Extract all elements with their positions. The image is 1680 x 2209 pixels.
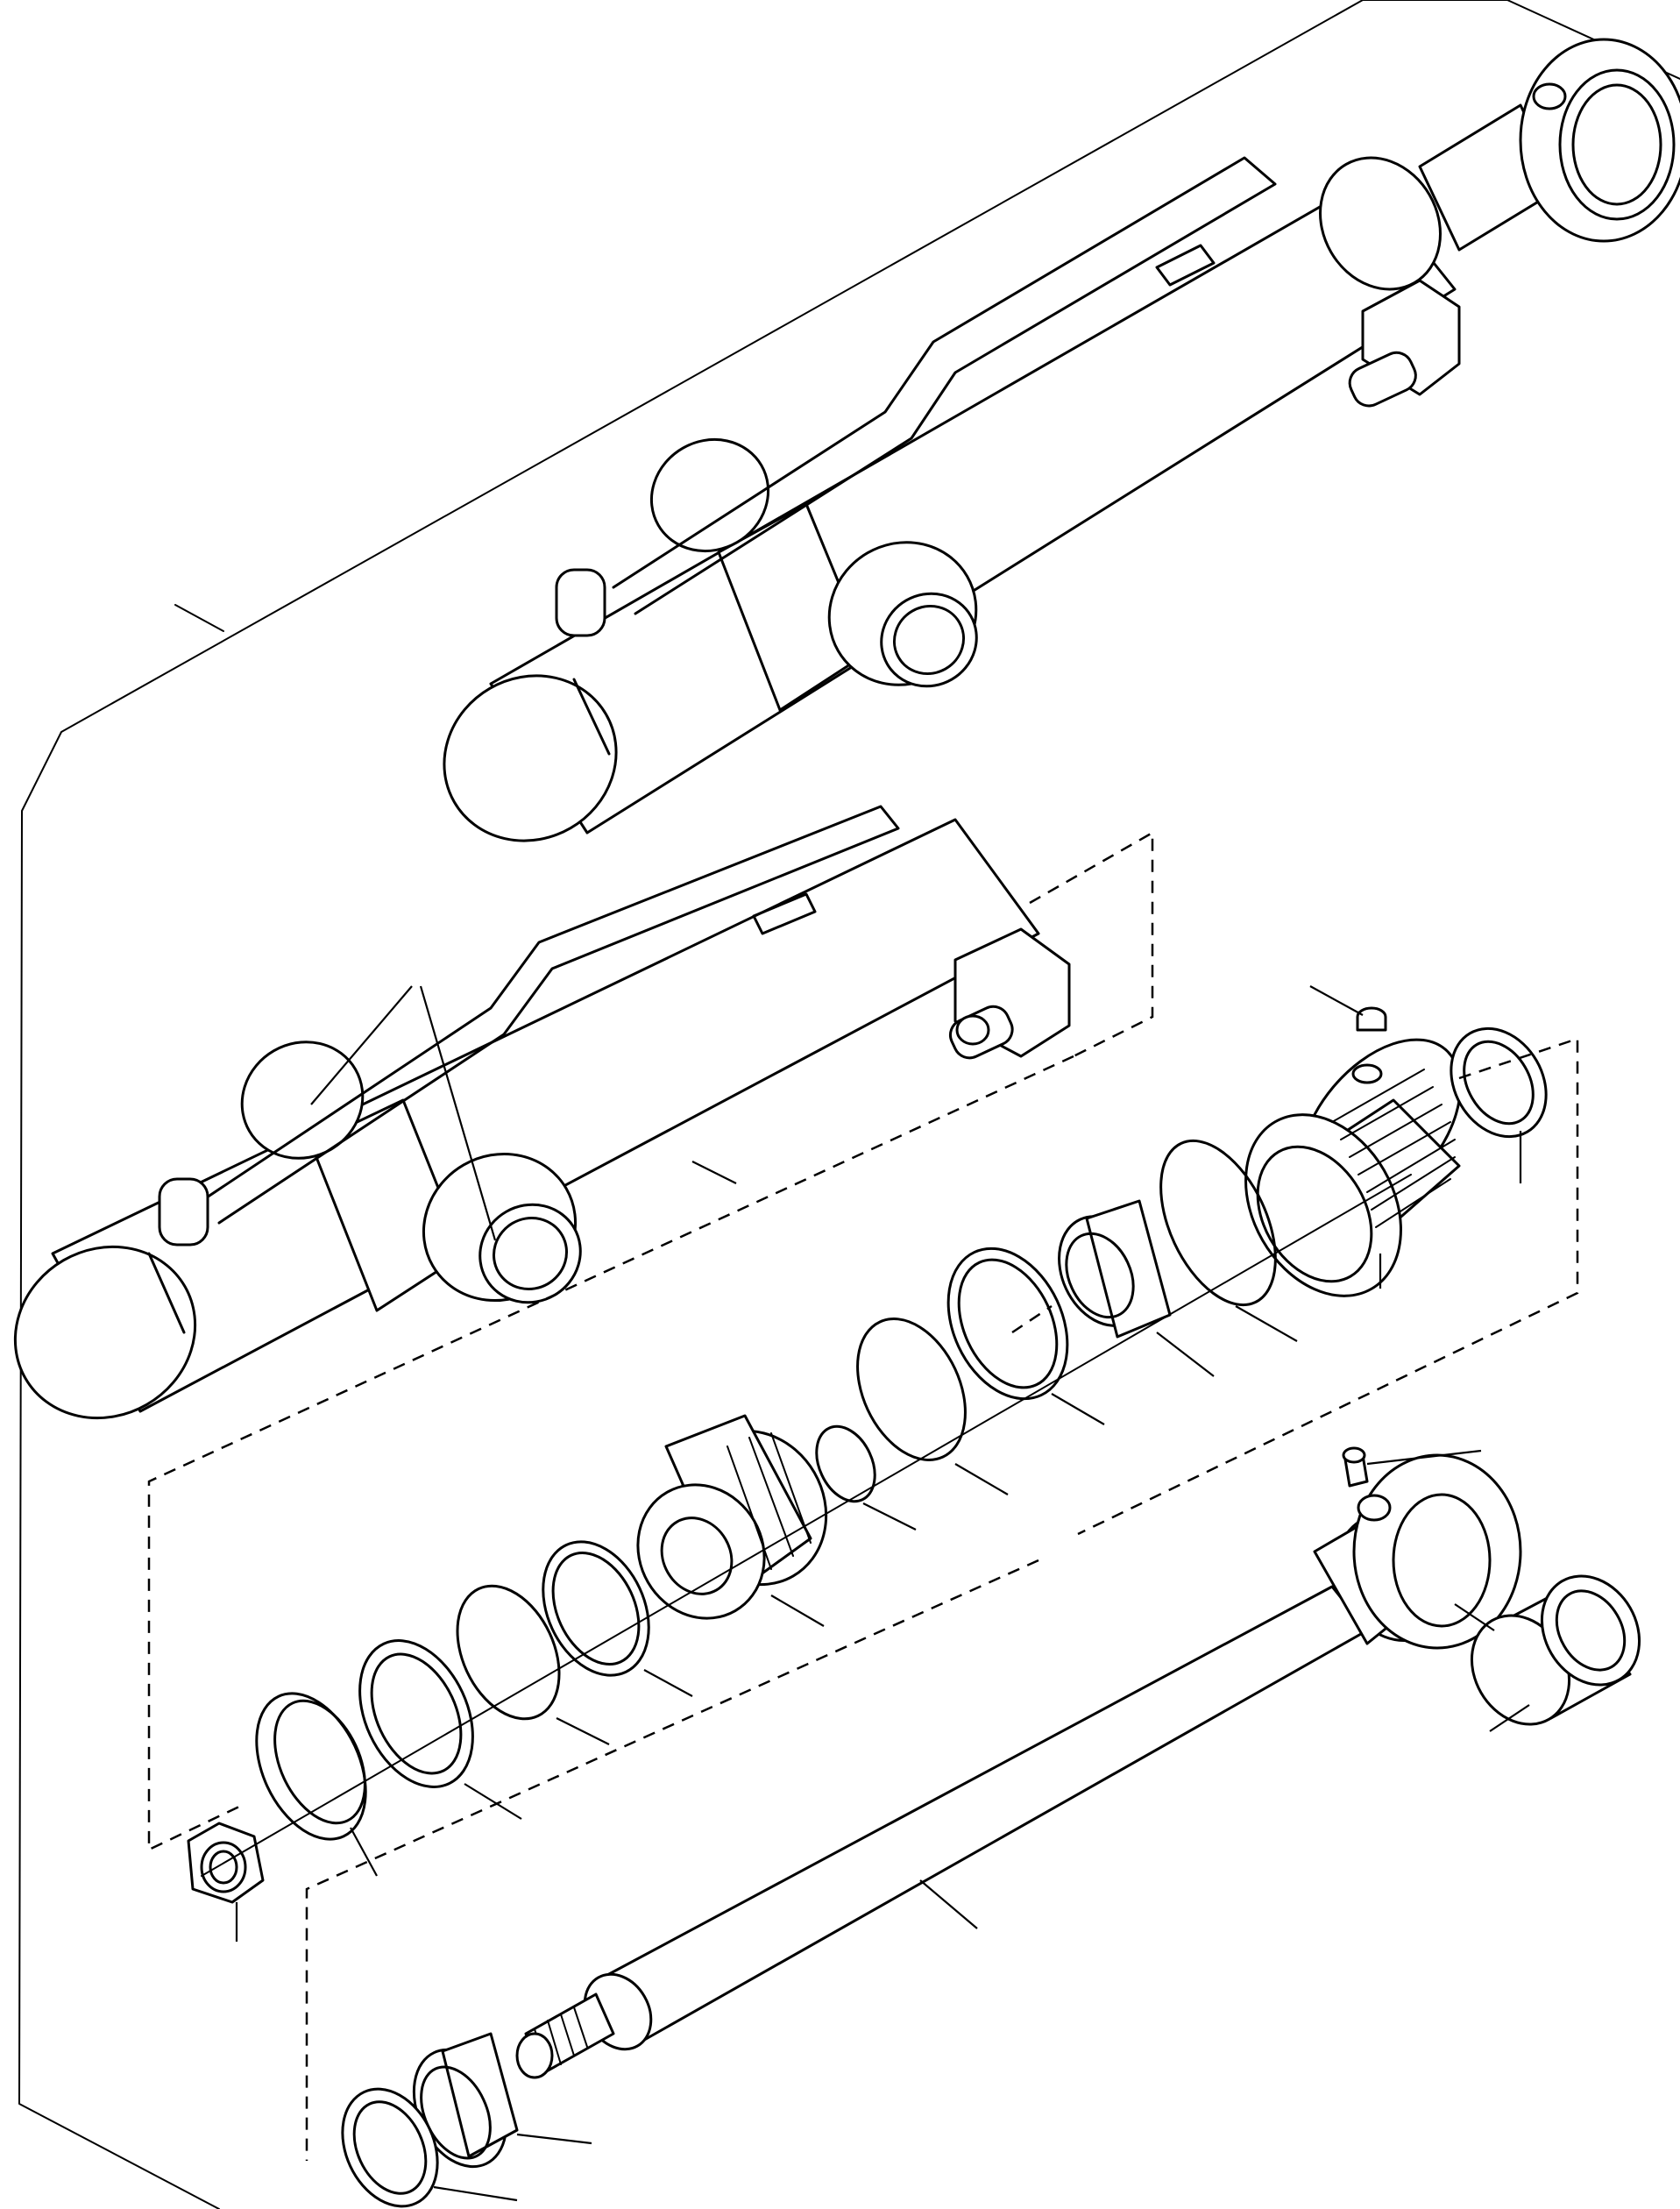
grease-fitting (1342, 1446, 1482, 1488)
rod-seal-set (341, 2032, 592, 2208)
cylinder-assembly (443, 38, 1680, 842)
piston (636, 1414, 828, 1627)
tube-group-outline (147, 830, 1154, 1851)
cylinder-head (1244, 1038, 1462, 1297)
head-seal-set (946, 1139, 1298, 1425)
cylinder-tube (13, 805, 1071, 1420)
piston-seal-set (815, 1318, 1009, 1531)
assembly-axis-line (201, 1174, 1412, 1877)
piston-rod (515, 1453, 1522, 2079)
piston-ring-set (255, 1540, 693, 1877)
set-screw (1309, 985, 1387, 1032)
bushing (1454, 1574, 1641, 1732)
wiper-seal (1450, 1026, 1548, 1183)
nut (187, 1822, 265, 1942)
pipe-cap-icon (555, 568, 606, 637)
